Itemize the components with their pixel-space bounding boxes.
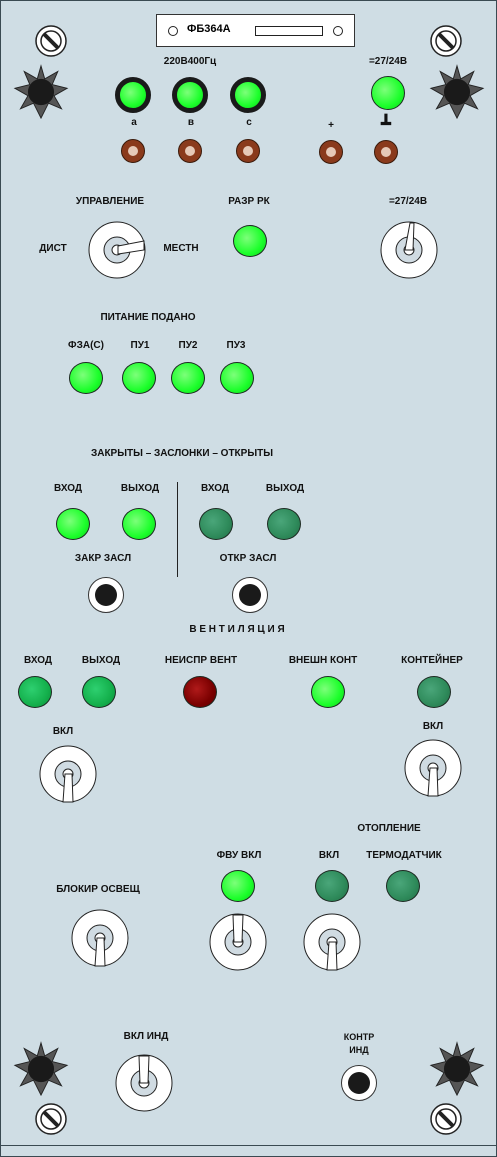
power-item-2-label: ПУ1: [130, 340, 150, 351]
thermo-label: ТЕРМОДАТЧИК: [366, 850, 442, 861]
screw-bottom-left-icon: [35, 1103, 67, 1135]
knob-bottom-right-icon[interactable]: [429, 1041, 485, 1097]
open-in-label: ВХОД: [200, 483, 230, 494]
power-item-4-label: ПУ3: [226, 340, 246, 351]
phase-c-label: с: [246, 117, 252, 128]
power-item-1-label: ФЗА(С): [68, 340, 104, 351]
ctrl-ind-label-2: ИНД: [349, 1045, 369, 1055]
dc-voltage-label: =27/24В: [368, 56, 408, 67]
vent-container-lamp: [417, 676, 451, 708]
vent-out-lamp: [82, 676, 116, 708]
vent-in-label: ВХОД: [23, 655, 53, 666]
vent-ext-label: ВНЕШН КОНТ: [288, 655, 358, 666]
ind-on-label: ВКЛ ИНД: [123, 1031, 169, 1042]
jack-ground[interactable]: [374, 140, 398, 164]
power-pu3-lamp: [220, 362, 254, 394]
vent-title: В Е Н Т И Л Я Ц И Я: [189, 624, 285, 635]
fvu-on-switch[interactable]: [209, 913, 267, 971]
open-in-lamp: [199, 508, 233, 540]
heating-on-lamp: [315, 870, 349, 902]
thermo-lamp: [386, 870, 420, 902]
ind-on-switch[interactable]: [115, 1054, 173, 1112]
screw-top-right-icon: [430, 25, 462, 57]
heating-title: ОТОПЛЕНИЕ: [357, 823, 421, 834]
open-damper-label: ОТКР ЗАСЛ: [219, 553, 277, 564]
closed-out-label: ВЫХОД: [120, 483, 160, 494]
ctrl-ind-button[interactable]: [341, 1065, 377, 1101]
control-left-label: ДИСТ: [39, 243, 67, 254]
knob-top-left-icon[interactable]: [13, 64, 69, 120]
knob-bottom-left-icon[interactable]: [13, 1041, 69, 1097]
block-light-switch[interactable]: [71, 909, 129, 967]
model-label: ФБ364А: [187, 23, 231, 35]
vent-ext-lamp: [311, 676, 345, 708]
power-pu1-lamp: [122, 362, 156, 394]
vent-fault-lamp: [183, 676, 217, 708]
jack-phase-a[interactable]: [121, 139, 145, 163]
close-damper-button[interactable]: [88, 577, 124, 613]
knob-top-right-icon[interactable]: [429, 64, 485, 120]
model-plate: ФБ364А: [156, 14, 355, 47]
vent-out-label: ВЫХОД: [81, 655, 121, 666]
plus-label: +: [328, 120, 334, 131]
vent-fault-label: НЕИСПР ВЕНТ: [164, 655, 238, 666]
phase-a-lamp: [115, 77, 151, 113]
control-right-label: МЕСТН: [163, 243, 199, 254]
screw-top-left-icon: [35, 25, 67, 57]
vent-on-left-label: ВКЛ: [52, 726, 74, 737]
vent-on-left-switch[interactable]: [39, 745, 97, 803]
closed-in-label: ВХОД: [53, 483, 83, 494]
dc-power-switch[interactable]: [380, 221, 438, 279]
plate-hole-right-icon: [333, 26, 343, 36]
dampers-divider: [177, 482, 178, 577]
dampers-title: ЗАКРЫТЫ – ЗАСЛОНКИ – ОТКРЫТЫ: [90, 448, 274, 459]
open-out-label: ВЫХОД: [265, 483, 305, 494]
phase-c-lamp: [230, 77, 266, 113]
phase-b-label: в: [187, 117, 195, 128]
open-out-lamp: [267, 508, 301, 540]
plate-hole-left-icon: [168, 26, 178, 36]
block-light-label: БЛОКИР ОСВЕЩ: [56, 884, 140, 895]
plate-slot-icon: [255, 26, 323, 36]
ctrl-ind-label-1: КОНТР: [343, 1032, 375, 1042]
dc-lamp: [371, 76, 405, 110]
closed-in-lamp: [56, 508, 90, 540]
power-item-3-label: ПУ2: [178, 340, 198, 351]
jack-phase-c[interactable]: [236, 139, 260, 163]
vent-container-label: КОНТЕЙНЕР: [401, 655, 463, 666]
close-damper-label: ЗАКР ЗАСЛ: [74, 553, 132, 564]
phase-b-lamp: [172, 77, 208, 113]
power-fza-lamp: [69, 362, 103, 394]
razr-rk-lamp: [233, 225, 267, 257]
razr-rk-label: РАЗР РК: [228, 196, 270, 207]
ground-label: ┻: [381, 116, 391, 133]
power-pu2-lamp: [171, 362, 205, 394]
screw-bottom-right-icon: [430, 1103, 462, 1135]
open-damper-button[interactable]: [232, 577, 268, 613]
heating-on-label: ВКЛ: [318, 850, 340, 861]
vent-in-lamp: [18, 676, 52, 708]
heating-on-switch[interactable]: [303, 913, 361, 971]
fvu-on-label: ФВУ ВКЛ: [216, 850, 262, 861]
ac-voltage-label: 220В400Гц: [163, 56, 217, 67]
control-mode-switch[interactable]: [88, 221, 146, 279]
power-title: ПИТАНИЕ ПОДАНО: [100, 312, 196, 323]
jack-plus[interactable]: [319, 140, 343, 164]
control-title: УПРАВЛЕНИЕ: [75, 196, 145, 207]
vent-on-right-switch[interactable]: [404, 739, 462, 797]
closed-out-lamp: [122, 508, 156, 540]
bottom-edge-line: [1, 1145, 496, 1146]
phase-a-label: а: [131, 117, 137, 128]
dc-switch-label: =27/24В: [388, 196, 428, 207]
fvu-on-lamp: [221, 870, 255, 902]
jack-phase-b[interactable]: [178, 139, 202, 163]
vent-on-right-label: ВКЛ: [422, 721, 444, 732]
